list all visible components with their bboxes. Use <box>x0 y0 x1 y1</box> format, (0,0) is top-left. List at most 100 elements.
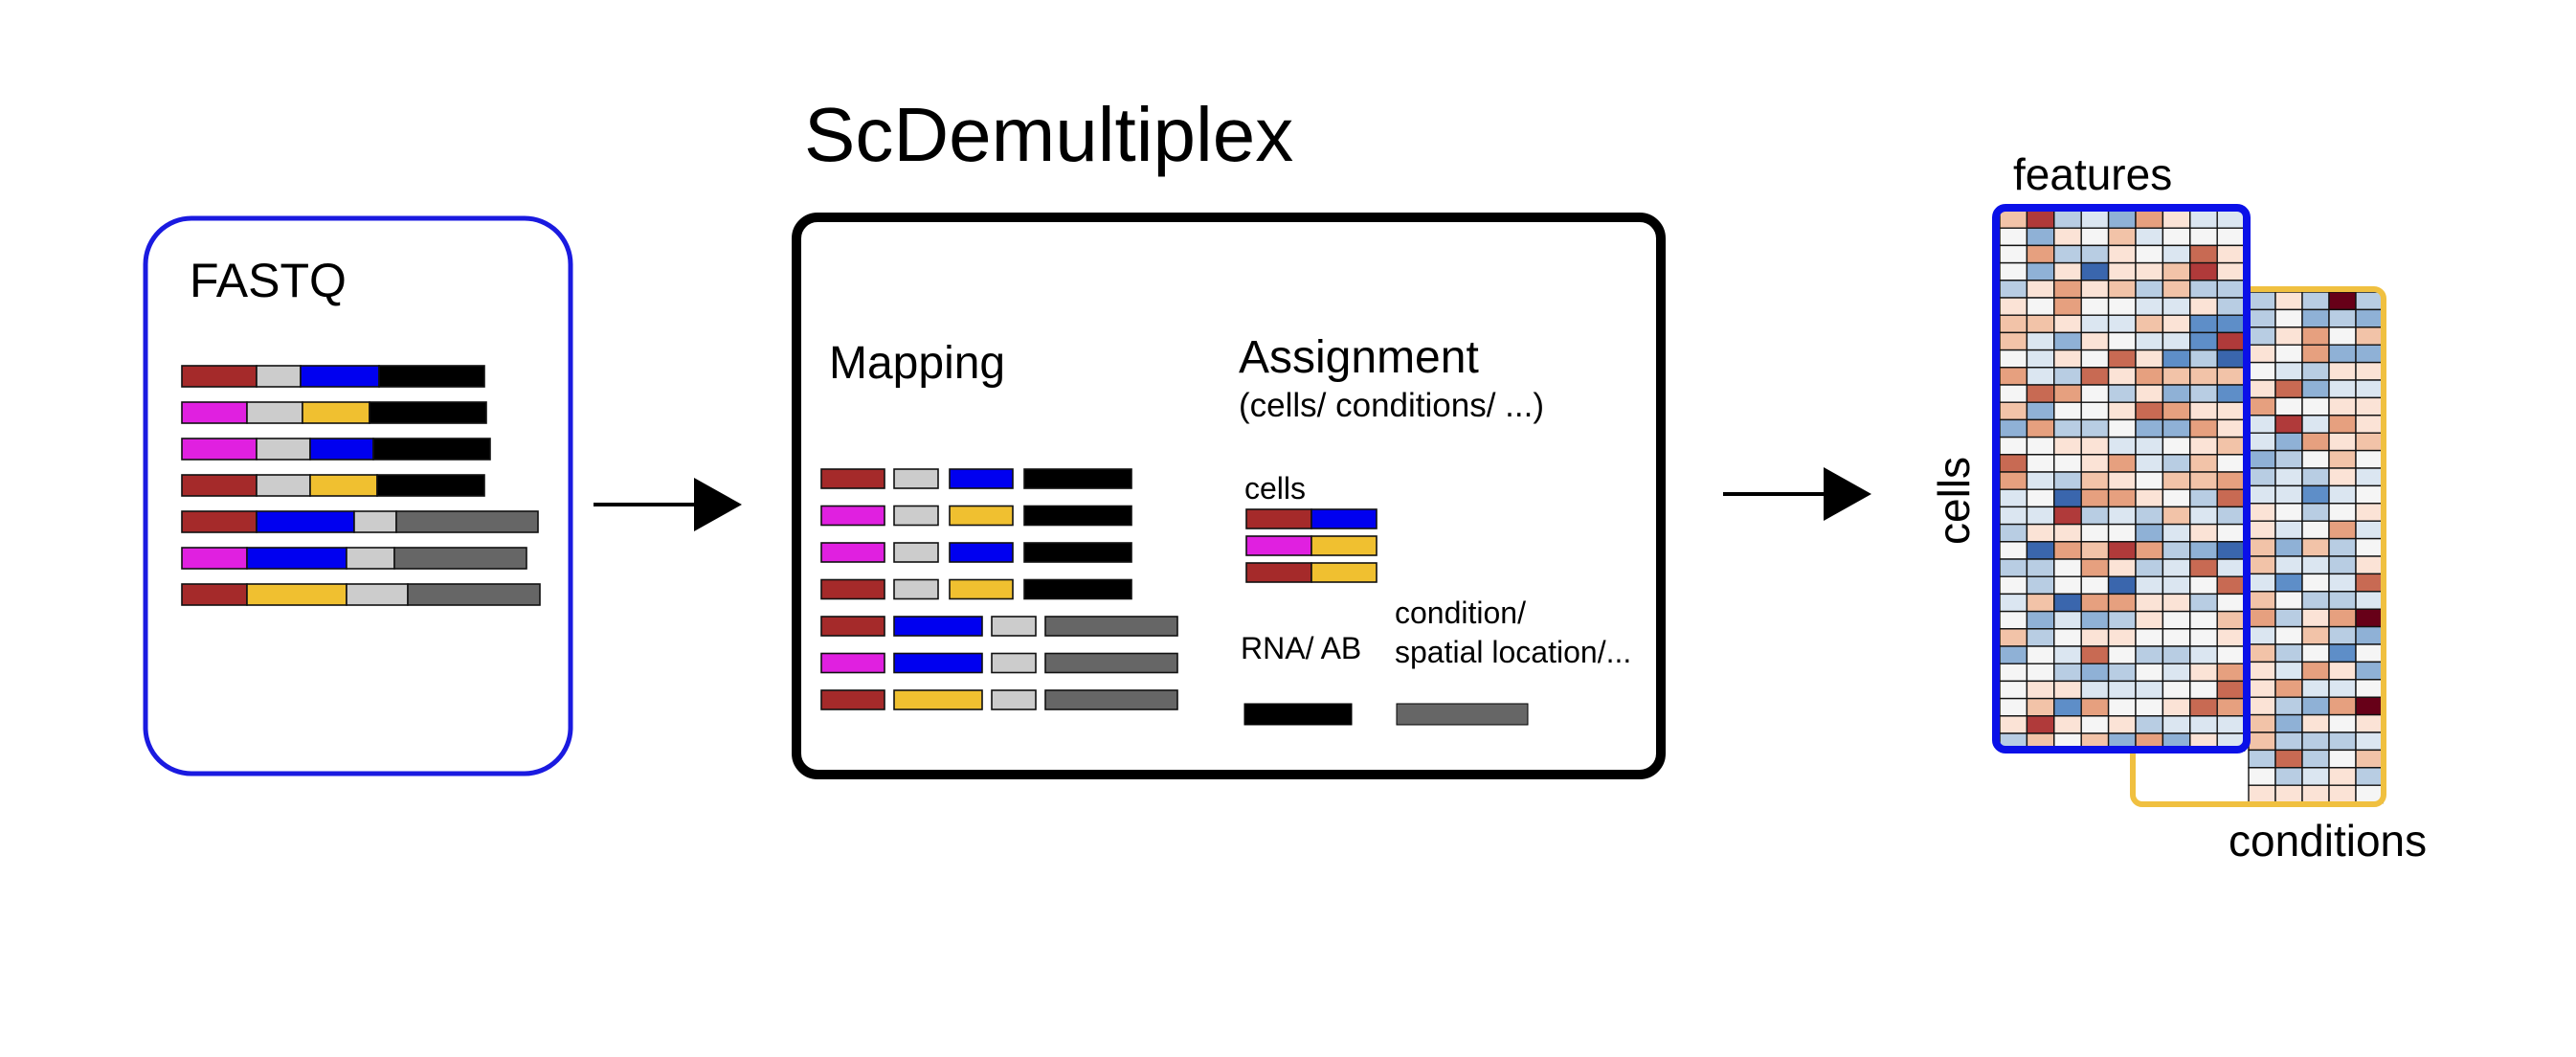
heatmap-cell <box>2274 555 2303 575</box>
heatmap-cell <box>2248 326 2276 346</box>
heatmap-cell <box>2162 506 2191 526</box>
heatmap-cell <box>2162 680 2191 700</box>
heatmap-cell <box>1999 715 2028 734</box>
heatmap-cell <box>1999 645 2028 664</box>
heatmap-cell <box>1999 384 2028 403</box>
heatmap-cell <box>2301 591 2330 610</box>
heatmap-cell <box>2026 697 2055 717</box>
heatmap-cell <box>2355 537 2384 557</box>
heatmap-cell <box>2189 384 2218 403</box>
read-segment-magenta <box>181 438 258 461</box>
heatmap-cell <box>2274 396 2303 416</box>
heatmap-cell <box>2107 436 2137 456</box>
heatmap-cell <box>2053 367 2082 386</box>
heatmap-cell <box>2274 625 2303 645</box>
heatmap-cell <box>2135 523 2164 543</box>
read-segment-yellow <box>302 401 370 424</box>
heatmap-cell <box>2328 555 2357 575</box>
heatmap-cell <box>2274 361 2303 381</box>
heatmap-cell <box>2328 661 2357 681</box>
heatmap-cell <box>2162 471 2191 490</box>
heatmap-cell <box>1999 280 2028 299</box>
heatmap-cell <box>2162 697 2191 717</box>
heatmap-cell <box>1999 488 2028 508</box>
heatmap-cell <box>2248 661 2276 681</box>
heatmap-cell <box>2301 713 2330 733</box>
heatmap-cell <box>2355 449 2384 469</box>
heatmap-cell <box>2080 663 2110 683</box>
heatmap-cell <box>2328 537 2357 557</box>
heatmap-cell <box>2216 244 2246 264</box>
heatmap-cell <box>2328 396 2357 416</box>
heatmap-cell <box>2216 575 2246 596</box>
heatmap-cell <box>2274 661 2303 681</box>
heatmap-cell <box>2053 297 2082 316</box>
heatmap-cell <box>2189 697 2218 717</box>
heatmap-cell <box>2274 573 2303 593</box>
heatmap-cell <box>2216 593 2246 613</box>
heatmap-cell <box>2107 523 2137 543</box>
heatmap-cell <box>2274 696 2303 716</box>
heatmap-cell <box>2053 261 2082 281</box>
read-segment-black <box>376 474 485 497</box>
heatmap-cell <box>2107 314 2137 334</box>
heatmap-cell <box>2189 488 2218 508</box>
heatmap-cell <box>2026 418 2055 439</box>
heatmap-cell <box>2135 575 2164 596</box>
heatmap-cell <box>2189 541 2218 560</box>
heatmap-cell <box>2274 291 2303 311</box>
read-segment-blue <box>300 365 380 388</box>
heatmap-cell <box>2107 593 2137 613</box>
read-segment-yellow <box>246 583 347 606</box>
read-segment-darkgray <box>407 583 541 606</box>
heatmap-cell <box>2080 244 2110 264</box>
heatmap-cell <box>2162 331 2191 351</box>
heatmap-cell <box>2189 471 2218 490</box>
heatmap-cell <box>2189 314 2218 334</box>
heatmap-cell <box>2355 591 2384 610</box>
heatmap-cell <box>2080 401 2110 421</box>
heatmap-cell <box>2216 645 2246 664</box>
heatmap-cell <box>2216 680 2246 700</box>
heatmap-cell <box>1999 628 2028 647</box>
heatmap-cell <box>2355 749 2384 769</box>
heatmap-cell <box>2216 314 2246 334</box>
heatmap-cell <box>2026 645 2055 664</box>
heatmap-cell <box>2135 244 2164 264</box>
heatmap-cell <box>2216 454 2246 473</box>
heatmap-cell <box>2080 680 2110 700</box>
heatmap-cell <box>2107 715 2137 734</box>
heatmap-cell <box>2053 541 2082 560</box>
heatmap-cell <box>2189 558 2218 577</box>
heatmap-cell <box>2355 361 2384 381</box>
heatmap-cell <box>1999 297 2028 316</box>
heatmap-cell <box>2355 484 2384 505</box>
heatmap-cell <box>2328 484 2357 505</box>
read-segment-red <box>181 474 258 497</box>
heatmap-cell <box>2274 308 2303 328</box>
heatmap-cell <box>2189 593 2218 613</box>
heatmap-cell <box>2328 415 2357 434</box>
heatmap-cell <box>2135 680 2164 700</box>
heatmap-cell <box>2248 308 2276 328</box>
diagram-title: ScDemultiplex <box>804 92 1293 177</box>
heatmap-cell <box>2301 432 2330 452</box>
heatmap-cell <box>2080 261 2110 281</box>
heatmap-cell <box>2248 415 2276 434</box>
heatmap-cell <box>2328 326 2357 346</box>
heatmap-cell <box>2355 379 2384 399</box>
mapped-segment-magenta <box>820 542 885 563</box>
heatmap-cell <box>2274 344 2303 364</box>
heatmap-cell <box>2080 697 2110 717</box>
heatmap-cell <box>2026 367 2055 386</box>
heatmap-cell <box>1999 367 2028 386</box>
heatmap-cell <box>2301 415 2330 434</box>
mapped-segment-blue <box>893 652 983 674</box>
heatmap-cell <box>2107 558 2137 577</box>
heatmap-cell <box>2162 314 2191 334</box>
heatmap-cell <box>2301 326 2330 346</box>
heatmap-cell <box>2026 280 2055 299</box>
heatmap-cell <box>2080 297 2110 316</box>
heatmap-cell <box>2301 573 2330 593</box>
heatmap-cell <box>2080 280 2110 299</box>
